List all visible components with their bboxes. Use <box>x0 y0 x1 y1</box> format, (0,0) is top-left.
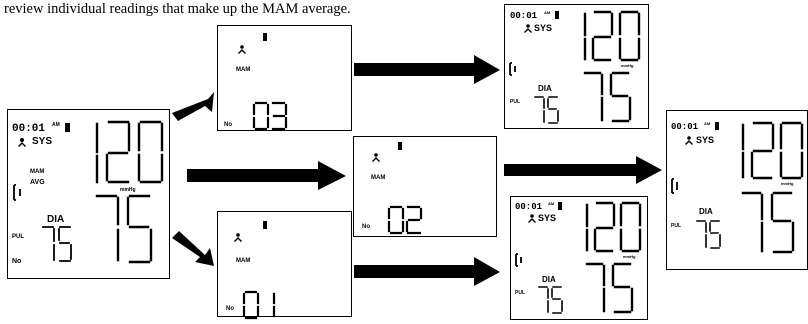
mam-label: MAM <box>371 175 386 181</box>
lcd-reading-02: MAM No 02 <box>353 136 497 237</box>
lcd-reading-far-right: 00:01 AM SYS mmHg DIA PUL <box>666 110 808 270</box>
bracket-icon <box>515 253 522 267</box>
sys-label: SYS <box>32 136 53 147</box>
user-icon <box>372 153 380 162</box>
no-label: No <box>224 122 232 128</box>
sys-digits <box>741 121 804 180</box>
arrow-top <box>354 55 500 84</box>
sys-label: SYS <box>534 23 553 33</box>
dia-digits <box>585 262 634 314</box>
lcd-reading-01: MAM No 01 <box>217 211 352 320</box>
lcd-reading-top: 00:01 AM SYS mmHg DIA PUL <box>504 4 649 129</box>
battery-icon <box>558 202 562 210</box>
lcd-main-average: 00:01 AM SYS MAM AVG mmHg DIA PUL No <box>7 109 170 279</box>
sys-label: SYS <box>538 213 557 223</box>
mmhg-label: mmHg <box>781 181 794 186</box>
mam-label: MAM <box>236 258 251 264</box>
am-label: AM <box>52 122 60 128</box>
dia-digits <box>95 194 153 264</box>
pul-label: PUL <box>515 290 525 296</box>
no-label: No <box>12 258 22 265</box>
no-label: No <box>226 306 234 312</box>
mam-label: MAM <box>236 67 251 73</box>
pul-label: PUL <box>671 223 681 229</box>
user-icon <box>18 138 26 147</box>
pul-label: PUL <box>510 99 520 105</box>
lcd-reading-03: MAM No 03 <box>217 25 352 131</box>
dia-label: DIA <box>538 84 552 93</box>
user-icon <box>238 45 246 54</box>
time-display: 00:01 <box>671 122 699 132</box>
dia-digits <box>583 71 632 123</box>
pulse-digits <box>538 286 563 314</box>
am-label: AM <box>544 10 551 15</box>
time-display: 00:01 <box>515 202 543 212</box>
battery-icon <box>555 11 559 19</box>
dia-label: DIA <box>699 207 713 216</box>
sys-digits <box>95 120 164 184</box>
mmhg-label: mmHg <box>621 63 634 68</box>
sys-digits <box>585 201 642 253</box>
dia-digits <box>741 191 795 254</box>
bracket-icon <box>13 184 21 201</box>
battery-icon <box>263 221 267 229</box>
user-icon <box>685 136 693 145</box>
arrow-up-right <box>172 92 214 121</box>
mam-label: MAM <box>30 169 45 175</box>
sys-label: SYS <box>696 135 715 145</box>
user-icon <box>528 214 536 223</box>
battery-icon <box>398 142 402 150</box>
time-display: 00:01 <box>510 11 538 21</box>
bracket-icon <box>509 62 516 76</box>
time-display: 00:01 <box>12 123 46 135</box>
user-icon <box>234 233 242 242</box>
pulse-digits <box>696 220 721 249</box>
lcd-main-graphics <box>13 120 164 264</box>
battery-icon <box>715 122 719 130</box>
am-label: AM <box>704 121 711 126</box>
pulse-digits <box>534 96 559 124</box>
dia-label: DIA <box>542 275 556 284</box>
pulse-digits <box>42 226 72 262</box>
avg-label: AVG <box>30 179 45 186</box>
number-02-digits <box>387 205 423 235</box>
battery-icon <box>65 123 70 132</box>
battery-icon <box>263 33 267 41</box>
mmhg-label: mmHg <box>120 187 136 193</box>
mmhg-label: mmHg <box>623 254 636 259</box>
arrow-middle-right <box>504 156 662 184</box>
lcd-reading-bottom: 00:01 AM SYS mmHg DIA PUL <box>510 196 648 320</box>
caption: review individual readings that make up … <box>4 1 351 17</box>
bracket-icon <box>671 178 678 194</box>
arrow-bottom <box>354 257 500 286</box>
am-label: AM <box>548 201 555 206</box>
number-03-digits <box>252 101 288 131</box>
pul-label: PUL <box>12 234 24 240</box>
sys-digits <box>583 10 641 62</box>
user-icon <box>524 24 532 33</box>
number-01-digits <box>242 290 276 320</box>
arrow-down-right <box>172 231 214 266</box>
no-label: No <box>362 224 370 230</box>
arrow-middle <box>187 161 346 190</box>
dia-label: DIA <box>47 214 65 225</box>
